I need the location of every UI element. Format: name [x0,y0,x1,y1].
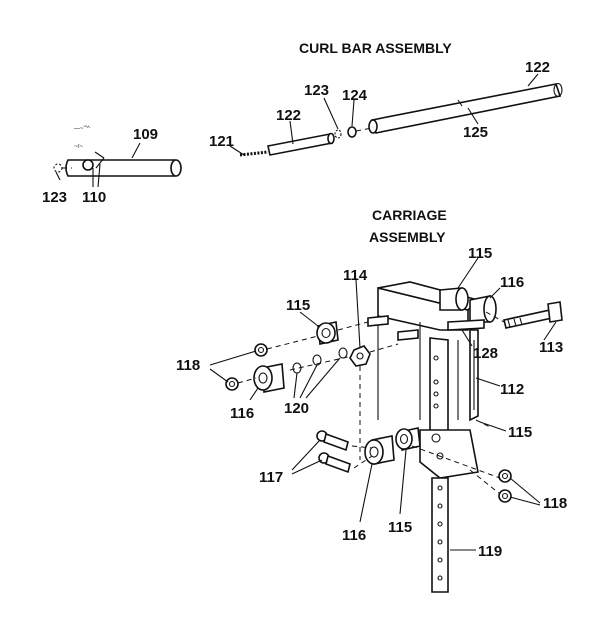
callout-117: 117 [259,469,283,486]
roller-116-top [469,295,497,323]
leader-118-right-a [509,477,541,504]
leader-118-right-b [509,496,541,506]
plate-studs [367,315,419,341]
curl-bar-end-109: —~'''^ ~r~ [65,126,182,177]
leader-109 [131,142,141,159]
callout-116-left: 116 [230,405,254,422]
roller-116-bottom [364,435,395,465]
callout-114: 114 [343,267,368,284]
leader-124 [351,99,355,127]
front-plate [429,337,459,438]
leader-120-a [293,372,298,399]
callout-124: 124 [342,87,368,104]
leader-128 [461,329,473,347]
callout-116-top: 116 [500,274,524,291]
callout-125: 125 [463,124,488,141]
nut-118-right-a [498,469,512,483]
callout-113: 113 [539,339,563,356]
callout-118-left: 118 [176,357,200,374]
leader-125 [467,107,479,125]
callout-115-bottom: 115 [388,519,412,536]
svg-text:~r~: ~r~ [74,144,84,150]
callout-119: 119 [478,543,502,560]
leader-117-b [291,459,323,475]
bolt-117-b [318,452,351,474]
leader-116-top [489,287,501,299]
leader-115-right [479,421,507,432]
bolt-113 [503,301,563,329]
roller-116-left [253,363,285,393]
leader-113 [543,321,557,341]
leader-120-b [299,364,318,399]
rod-128 [447,319,485,331]
leader-118-left-b [209,368,229,383]
tube-125 [368,82,563,134]
leader-116-left [249,387,259,401]
leader-123-left [55,171,61,181]
leader-123-top [323,97,339,130]
callout-121: 121 [209,133,234,150]
leader-115-top [457,257,479,289]
callout-112: 112 [500,381,524,398]
roller-115-left [316,321,339,345]
side-bracket-112 [469,329,479,422]
callout-115-left: 115 [286,297,310,314]
leader-122-mid [289,120,294,145]
leader-118-left-a [209,350,257,366]
callout-118-right: 118 [543,495,567,512]
carriage-title-line2: ASSEMBLY [369,229,446,245]
svg-text:—~'''^: —~'''^ [74,126,90,132]
curl-bar-assembly-title: CURL BAR ASSEMBLY [299,40,452,56]
leader-121 [229,145,245,156]
leader-115-bottom [399,449,407,515]
leader-114 [355,279,361,349]
leader-116-bottom [359,463,373,523]
roller-115-bottom [395,427,421,451]
callout-123-left: 123 [42,189,67,206]
washer-123-top [334,129,342,139]
bolt-117-a [316,430,349,452]
callout-116-bottom: 116 [342,527,366,544]
leader-120-c [305,357,341,399]
carriage-title-line1: CARRIAGE [372,207,447,223]
spacer-114 [349,345,371,367]
roller-115-top [439,287,469,311]
callout-115-top: 115 [468,245,492,262]
nut-118-right-b [498,489,512,503]
tube-122-mid [267,132,335,156]
washers-120 [292,347,348,374]
callout-122-right: 122 [525,59,550,76]
leader-112 [475,377,501,387]
callout-123-top: 123 [304,82,329,99]
nut-118-left-a [254,343,268,357]
callout-128: 128 [473,345,498,362]
callout-109: 109 [133,126,158,143]
leader-122-right [527,73,539,87]
snap-ring-123-left [53,163,72,173]
callout-122-mid: 122 [276,107,301,124]
nut-118-left-b [225,377,239,391]
lower-bracket [419,429,479,479]
callout-110: 110 [82,189,106,206]
callout-120: 120 [284,400,309,417]
callout-115-right: 115 [508,424,532,441]
leader-117-a [291,439,321,471]
leader-110-b [97,163,101,188]
upright-119 [431,477,449,593]
assembly-dash-lines [237,311,505,495]
leader-115-left [299,311,319,327]
bolt-121 [239,150,269,157]
